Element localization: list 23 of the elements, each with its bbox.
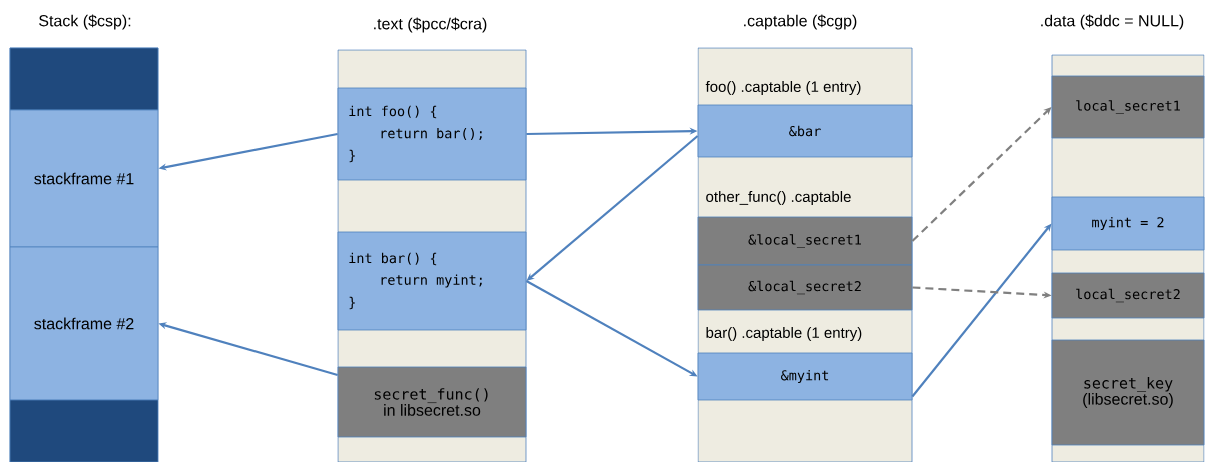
- data-entry: secret_key (libsecret.so): [1051, 339, 1205, 446]
- table-label: foo() .captable (1 entry): [705, 81, 861, 95]
- pointer-entry: &local_secret2: [697, 264, 913, 311]
- function-box: secret_func() in libsecret.so: [337, 366, 527, 438]
- section-heading: .data ($ddc = NULL): [1041, 14, 1184, 30]
- pointer-entry: &bar: [697, 104, 913, 158]
- pointer-entry: &myint: [697, 352, 913, 401]
- stack-frame-box: stackframe #1: [9, 109, 159, 248]
- stack-band: [9, 47, 159, 111]
- data-entry: local_secret2: [1051, 272, 1205, 319]
- stack-frame-box: stackframe #2: [9, 246, 159, 401]
- section-heading: Stack ($csp):: [39, 14, 131, 30]
- section-heading: .captable ($cgp): [744, 14, 857, 30]
- section-heading: .text ($pcc/$cra): [374, 17, 487, 33]
- code-box: int foo() { return bar(); }: [337, 87, 527, 181]
- stack-band: [9, 399, 159, 462]
- pointer-entry: &local_secret1: [697, 216, 913, 266]
- code-box: int bar() { return myint; }: [337, 231, 527, 331]
- table-label: bar() .captable (1 entry): [706, 327, 862, 341]
- data-entry: local_secret1: [1051, 75, 1205, 139]
- arrow: [911, 107, 1052, 242]
- data-entry: myint = 2: [1051, 196, 1205, 251]
- table-label: other_func() .captable: [706, 191, 851, 205]
